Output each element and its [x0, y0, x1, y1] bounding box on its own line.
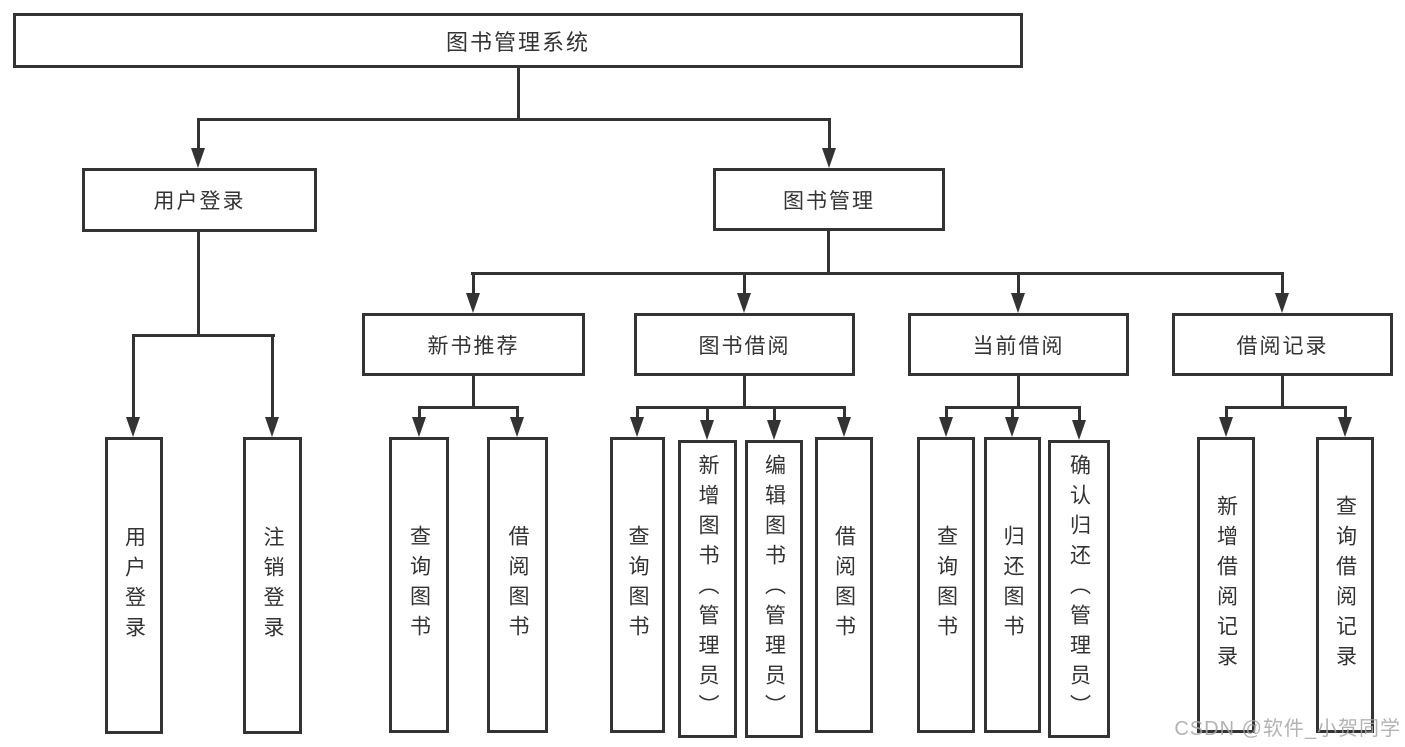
node-add-books-admin: 新增图书（管理员）: [678, 440, 737, 738]
node-edit-books-admin-label: 编辑图书（管理员）: [762, 454, 786, 724]
node-add-borrow-record-label: 新增借阅记录: [1214, 495, 1238, 675]
node-confirm-return-admin-label: 确认归还（管理员）: [1067, 454, 1091, 724]
connector-bookmgmt-drop-3: [1017, 272, 1020, 296]
connector-root-bar: [197, 118, 831, 121]
connector-borrowing-drop-2: [706, 406, 709, 423]
arrowhead-down-icon: [1011, 293, 1025, 313]
node-return-books: 归还图书: [984, 437, 1041, 733]
connector-bookmgmt-stem: [827, 231, 830, 272]
connector-newbook-bar: [418, 406, 519, 409]
arrowhead-down-icon: [700, 420, 714, 440]
arrowhead-down-icon: [1072, 420, 1086, 440]
node-library-management-system-label: 图书管理系统: [445, 29, 590, 55]
connector-bookmgmt-drop-1: [472, 272, 475, 296]
node-query-books-current: 查询图书: [917, 437, 975, 733]
connector-newbook-drop-2: [516, 406, 519, 420]
node-borrow-books-borrowing: 借阅图书: [815, 437, 873, 733]
connector-borrowing-drop-4: [843, 406, 846, 420]
node-book-borrowing: 图书借阅: [634, 313, 855, 376]
node-logout-leaf-label: 注销登录: [261, 525, 284, 646]
arrowhead-down-icon: [1338, 417, 1352, 437]
node-edit-books-admin: 编辑图书（管理员）: [745, 440, 803, 738]
connector-current-stem: [1017, 376, 1020, 406]
node-query-borrow-record: 查询借阅记录: [1316, 437, 1374, 733]
connector-records-bar: [1225, 406, 1347, 409]
connector-borrowing-drop-1: [636, 406, 639, 420]
arrowhead-down-icon: [939, 417, 953, 437]
connector-current-drop-3: [1078, 406, 1081, 423]
node-borrowing-records-label: 借阅记录: [1236, 334, 1329, 358]
connector-bookmgmt-drop-4: [1281, 272, 1284, 296]
arrowhead-down-icon: [466, 293, 480, 313]
node-book-management-branch: 图书管理: [713, 168, 945, 231]
node-query-borrow-record-label: 查询借阅记录: [1333, 495, 1357, 675]
connector-borrowing-bar: [636, 406, 846, 409]
connector-borrowing-stem: [743, 376, 746, 406]
node-borrow-books-recommend: 借阅图书: [487, 437, 548, 733]
arrowhead-down-icon: [412, 417, 426, 437]
arrowhead-down-icon: [837, 417, 851, 437]
node-query-books-recommend: 查询图书: [389, 437, 449, 733]
node-add-books-admin-label: 新增图书（管理员）: [696, 454, 719, 724]
connector-bookmgmt-drop-2: [743, 272, 746, 296]
node-confirm-return-admin: 确认归还（管理员）: [1048, 440, 1110, 738]
node-borrow-books-recommend-label: 借阅图书: [506, 525, 529, 645]
connector-current-drop-2: [1011, 406, 1014, 420]
connector-root-drop-left: [197, 118, 200, 152]
csdn-watermark: CSDN @软件_小贺同学: [1174, 718, 1401, 740]
node-borrow-books-borrowing-label: 借阅图书: [832, 525, 856, 645]
node-borrowing-records: 借阅记录: [1172, 313, 1393, 376]
node-query-books-current-label: 查询图书: [934, 525, 958, 645]
connector-records-drop-1: [1225, 406, 1228, 420]
arrowhead-down-icon: [822, 148, 836, 168]
connector-records-stem: [1281, 376, 1284, 406]
connector-userlogin-drop-2: [271, 334, 274, 420]
arrowhead-down-icon: [510, 417, 524, 437]
connector-current-drop-1: [945, 406, 948, 420]
connector-userlogin-bar: [132, 334, 275, 337]
node-user-login-branch: 用户登录: [82, 168, 317, 232]
node-user-login-leaf: 用户登录: [105, 437, 163, 734]
connector-userlogin-stem: [197, 232, 200, 334]
arrowhead-down-icon: [265, 417, 279, 437]
node-return-books-label: 归还图书: [1001, 525, 1024, 645]
connector-newbook-drop-1: [418, 406, 421, 420]
connector-root-drop-right: [828, 118, 831, 152]
arrowhead-down-icon: [126, 417, 140, 437]
connector-borrowing-drop-3: [773, 406, 776, 423]
connector-userlogin-drop-1: [132, 334, 135, 420]
connector-newbook-stem: [472, 376, 475, 406]
node-library-management-system: 图书管理系统: [13, 13, 1023, 68]
node-book-management-branch-label: 图书管理: [783, 189, 875, 213]
arrowhead-down-icon: [1219, 417, 1233, 437]
arrowhead-down-icon: [1005, 417, 1019, 437]
node-query-books-borrowing: 查询图书: [610, 437, 665, 733]
node-query-books-recommend-label: 查询图书: [407, 525, 431, 645]
connector-bookmgmt-bar: [471, 272, 1283, 275]
arrowhead-down-icon: [737, 293, 751, 313]
node-book-borrowing-label: 图书借阅: [698, 334, 791, 358]
node-user-login-branch-label: 用户登录: [153, 190, 246, 213]
node-current-borrowing: 当前借阅: [908, 313, 1129, 376]
arrowhead-down-icon: [191, 148, 205, 168]
node-query-books-borrowing-label: 查询图书: [626, 525, 649, 645]
arrowhead-down-icon: [630, 417, 644, 437]
arrowhead-down-icon: [767, 420, 781, 440]
connector-records-drop-2: [1344, 406, 1347, 420]
node-logout-leaf: 注销登录: [243, 437, 302, 734]
node-user-login-leaf-label: 用户登录: [122, 525, 146, 646]
node-add-borrow-record: 新增借阅记录: [1197, 437, 1255, 733]
arrowhead-down-icon: [1275, 293, 1289, 313]
connector-root-stem: [517, 68, 520, 120]
node-current-borrowing-label: 当前借阅: [972, 334, 1065, 358]
node-new-book-recommendation: 新书推荐: [362, 313, 585, 376]
node-new-book-recommendation-label: 新书推荐: [427, 334, 520, 358]
